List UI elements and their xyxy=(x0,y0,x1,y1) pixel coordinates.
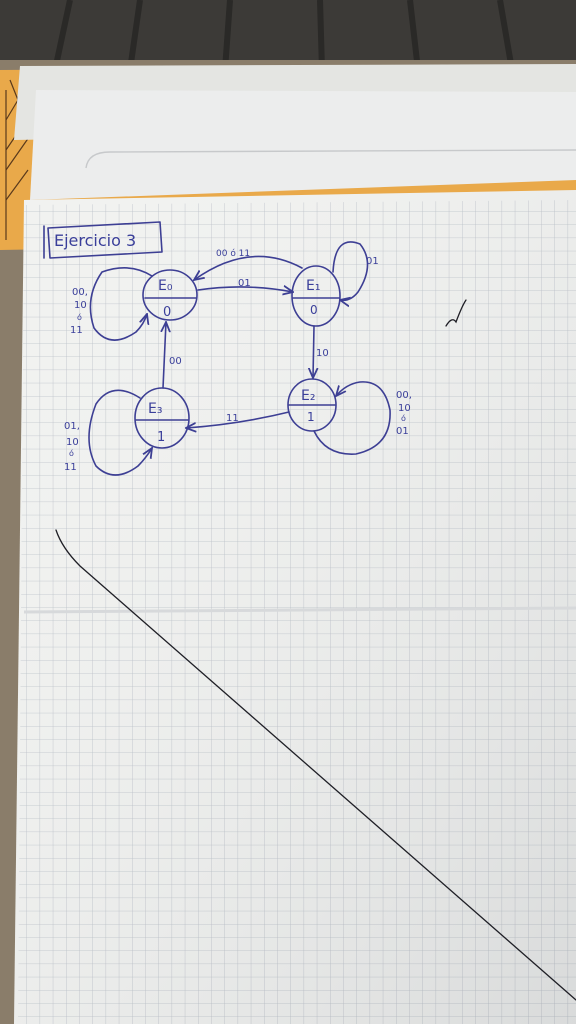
state-e3-name: E₃ xyxy=(148,401,162,417)
transition-e0-self-line1: 00, xyxy=(72,287,88,298)
chair-back-slats xyxy=(52,0,515,71)
state-e1: E₁ 0 xyxy=(291,265,341,327)
transition-e3-e0-label: 00 xyxy=(169,356,182,367)
background-chair xyxy=(0,0,576,70)
transition-e0-e1-label: 01 xyxy=(238,278,251,289)
transition-e1-self: 01 xyxy=(332,241,379,300)
transition-e0-self-line3: ó xyxy=(77,312,82,322)
transition-e1-e2: 10 xyxy=(313,325,329,378)
state-e0: E₀ 0 xyxy=(142,269,198,321)
state-e2: E₂ 1 xyxy=(287,378,337,432)
transition-e2-self: 00, 10 ó 01 xyxy=(313,381,412,455)
state-e3: E₃ 1 xyxy=(134,387,190,449)
transition-e1-e2-label: 10 xyxy=(316,348,329,359)
transition-e1-self-label: 01 xyxy=(366,256,379,267)
transition-e3-self-line4: 11 xyxy=(64,462,77,473)
state-e0-name: E₀ xyxy=(158,278,173,294)
transition-e3-self: 01, 10 ó 11 xyxy=(64,389,152,476)
transition-e3-self-line3: ó xyxy=(69,448,74,458)
check-mark xyxy=(445,299,467,327)
transition-e3-self-line1: 01, xyxy=(64,421,80,432)
state-e1-name: E₁ xyxy=(306,278,320,294)
paper-sheet-middle xyxy=(30,90,576,200)
transition-e2-self-line1: 00, xyxy=(396,390,412,401)
state-e3-output: 1 xyxy=(157,430,165,445)
transition-e2-e3: 11 xyxy=(186,411,290,428)
transition-e0-e1: 01 xyxy=(197,278,293,292)
transition-e1-e0-label: 00 ó 11 xyxy=(216,248,250,259)
transition-e0-self: 00, 10 ó 11 xyxy=(70,267,153,341)
transition-e2-self-line4: 01 xyxy=(396,426,409,437)
transition-e0-self-line4: 11 xyxy=(70,325,83,336)
exercise-title: Ejercicio 3 xyxy=(43,221,163,259)
transition-e1-e0: 00 ó 11 xyxy=(194,248,303,280)
transition-e3-e0: 00 xyxy=(163,322,182,389)
transition-e3-self-line2: 10 xyxy=(66,437,79,448)
exercise-title-text: Ejercicio 3 xyxy=(54,231,136,250)
pencil-diagonal-line xyxy=(55,529,576,1001)
state-e2-output: 1 xyxy=(307,410,315,424)
transition-e2-self-line2: 10 xyxy=(398,403,411,414)
transition-e2-self-line3: ó xyxy=(401,413,406,423)
state-e0-output: 0 xyxy=(163,305,171,320)
state-e2-name: E₂ xyxy=(301,388,315,404)
page-fold xyxy=(23,606,576,614)
transition-e2-e3-label: 11 xyxy=(226,413,239,424)
page-crease xyxy=(85,149,576,169)
state-e1-output: 0 xyxy=(310,303,318,317)
transition-e0-self-line2: 10 xyxy=(74,300,87,311)
